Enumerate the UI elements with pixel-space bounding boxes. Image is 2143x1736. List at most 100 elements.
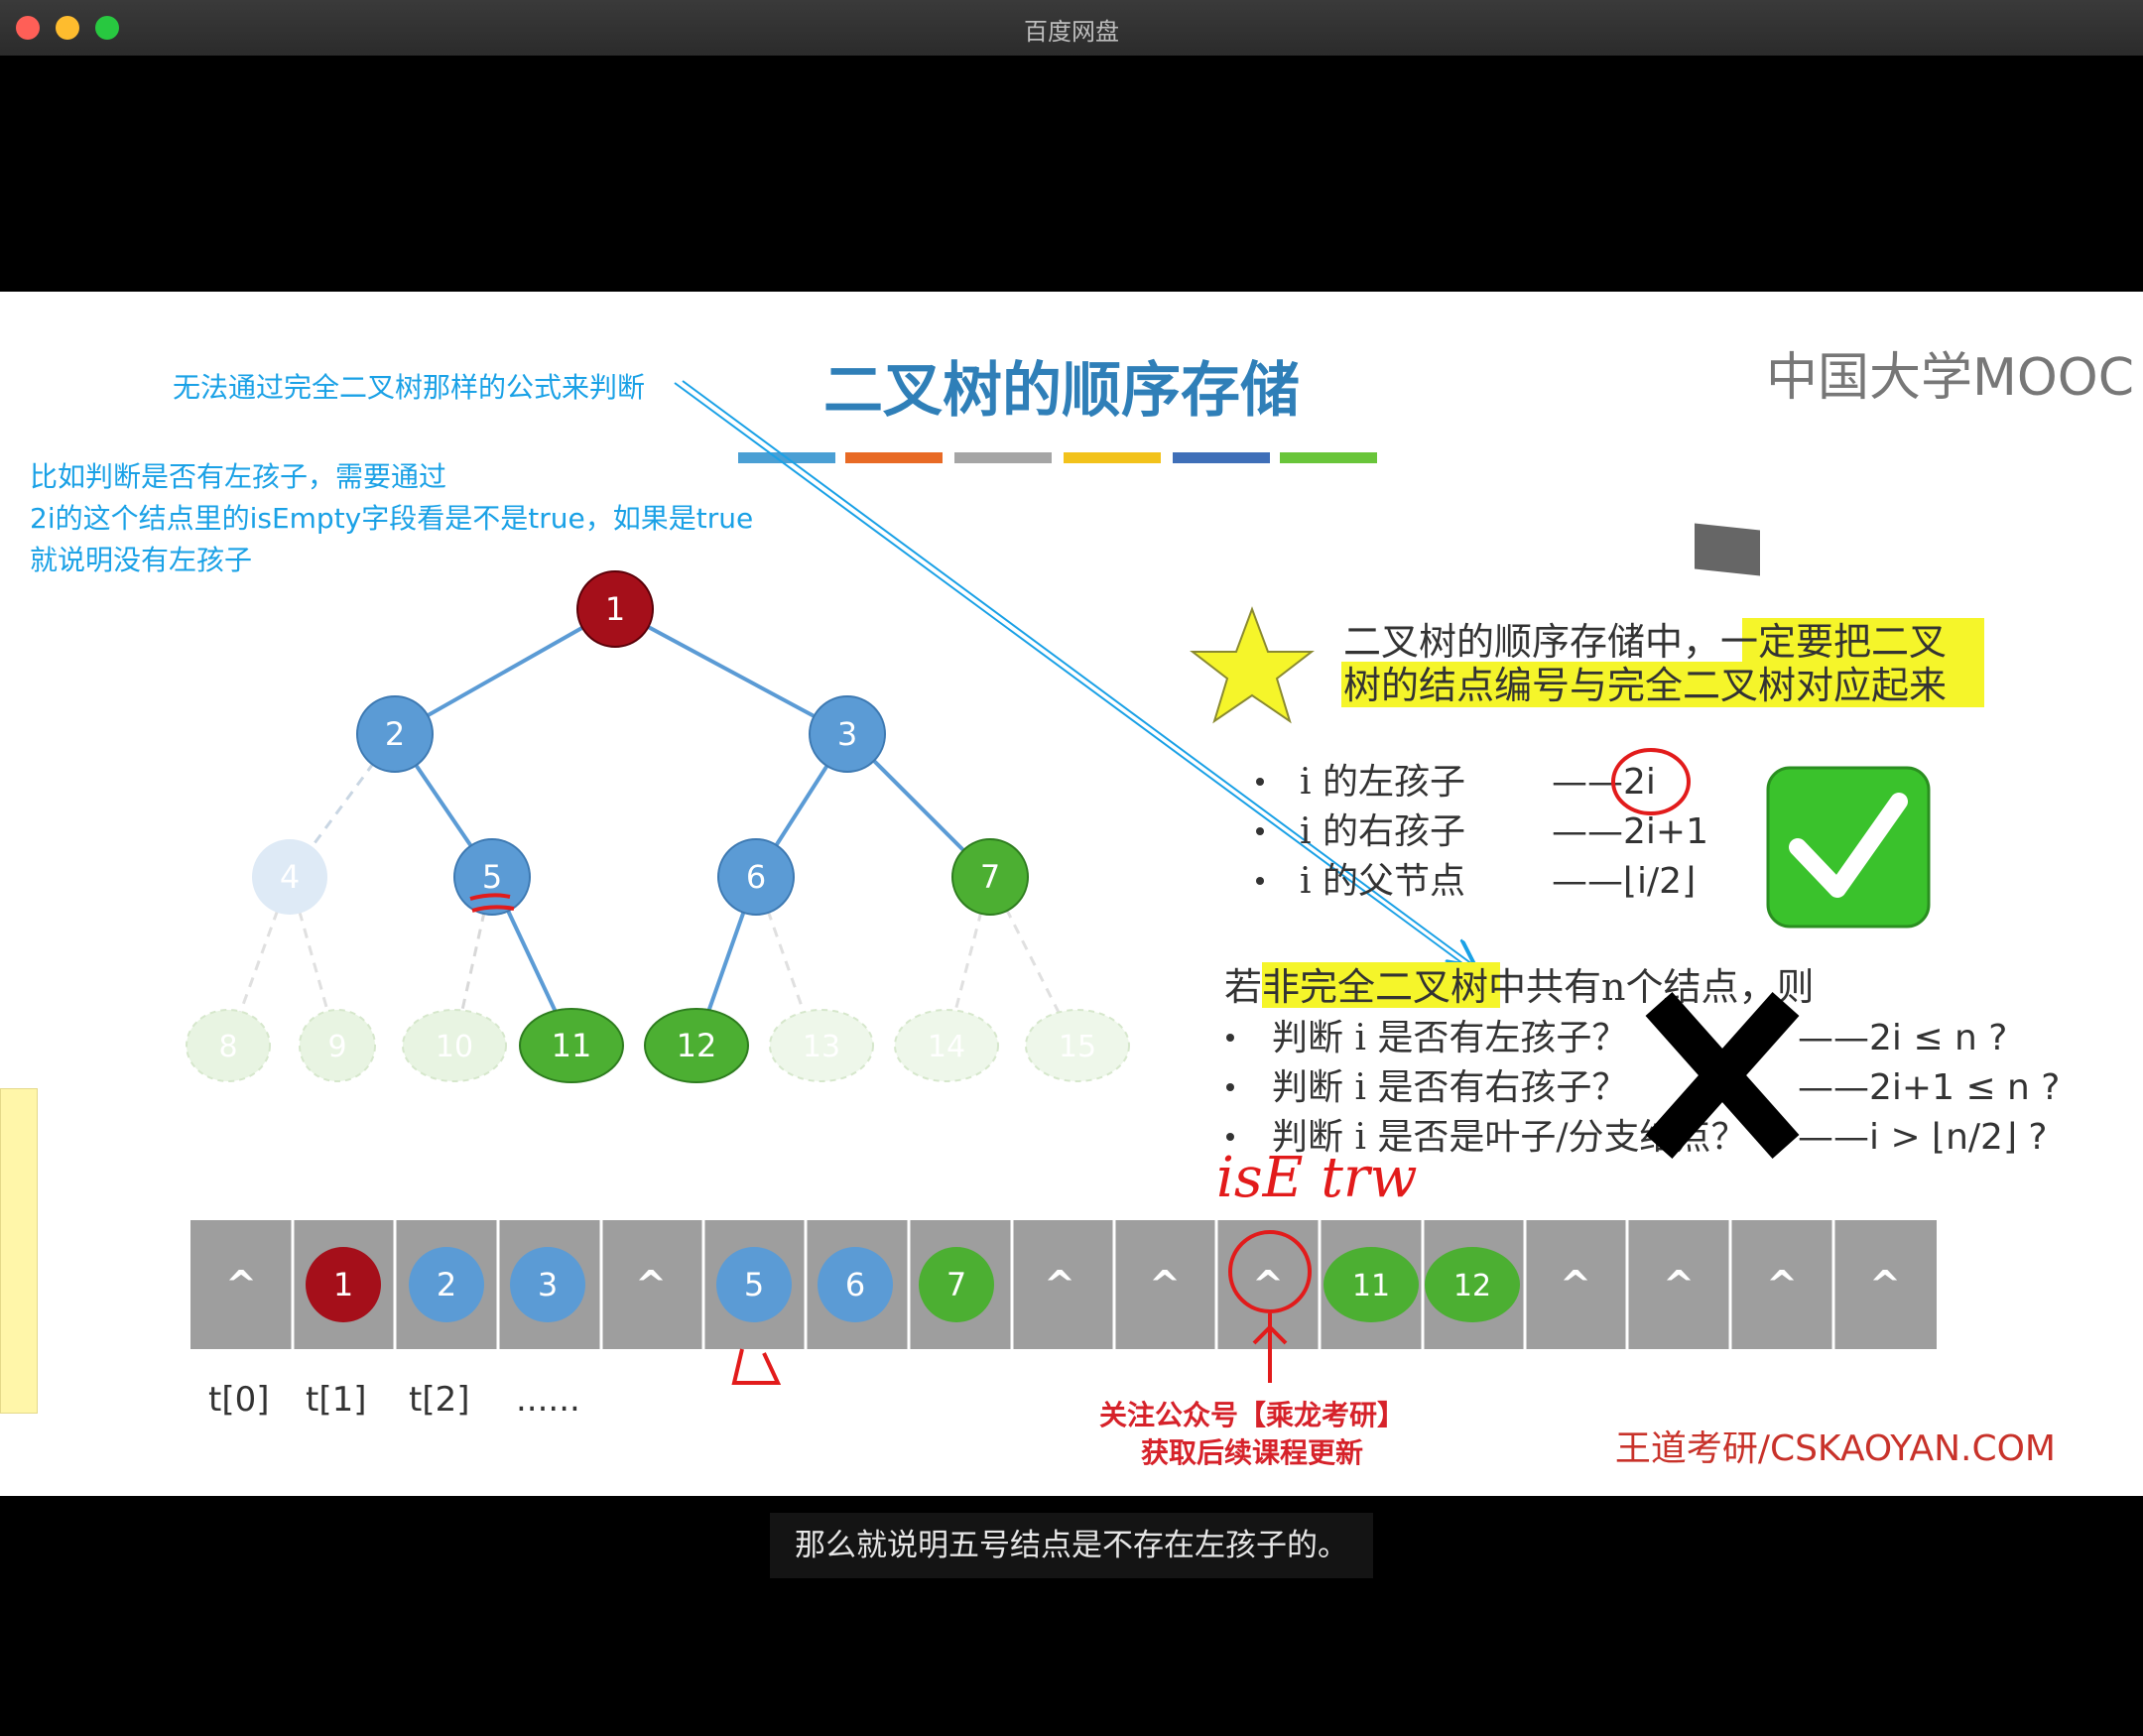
tree-node-12-label: 12 (677, 1027, 717, 1064)
tree-node-15-label: 15 (1059, 1030, 1096, 1064)
red-circle-2i (1611, 748, 1691, 815)
tree-node-3-label: 3 (837, 715, 857, 753)
annotation-arrow (674, 380, 1472, 966)
tree-node-6-label: 6 (746, 858, 766, 896)
tree-node-13: 13 (769, 1009, 874, 1082)
key-point-line1-b: 一定要把二叉 (1720, 620, 1947, 664)
check-icon (1766, 766, 1931, 929)
array-cell-12: 12 (1425, 1247, 1520, 1322)
title-color-bars (738, 452, 1377, 463)
tree-node-7-label: 7 (980, 858, 1000, 896)
rule-3-value: ——⌊i/2⌋ (1552, 861, 1696, 902)
tree-node-9: 9 (299, 1009, 376, 1082)
tree-node-5: 5 (453, 838, 531, 916)
array-cell-11-label: 11 (1352, 1269, 1390, 1303)
index-label-0: t[0] (208, 1380, 270, 1420)
tree-node-6: 6 (717, 838, 795, 916)
annotation-note2-line1: 比如判断是否有左孩子，需要通过 (30, 460, 446, 493)
tree-node-13-label: 13 (803, 1030, 840, 1064)
array-cell-14: ^ (1663, 1263, 1695, 1306)
sticky-note-edge[interactable] (0, 1088, 38, 1414)
color-bar-2 (845, 452, 943, 463)
tree-node-7: 7 (951, 838, 1029, 916)
star-icon (1190, 606, 1315, 724)
array-cell-13: ^ (1560, 1263, 1591, 1306)
highlight-keypoint-2 (1341, 662, 1984, 707)
video-subtitle: 那么就说明五号结点是不存在左孩子的。 (770, 1513, 1373, 1578)
window-title: 百度网盘 (1024, 18, 1119, 46)
tree-node-10: 10 (402, 1009, 507, 1082)
array-cell-1: 1 (306, 1247, 381, 1322)
tree-node-5-label: 5 (482, 858, 502, 896)
color-bar-5 (1173, 452, 1270, 463)
rules-list: i 的左孩子 ——2i i 的右孩子 ——2i+1 i 的父节点 ——⌊i/2⌋ (1256, 762, 1708, 902)
tree-node-1: 1 (576, 570, 654, 648)
rule-2-label: i 的右孩子 (1300, 811, 1465, 852)
noncomplete-intro-a: 若 (1224, 965, 1262, 1009)
noncomplete-intro-c: 中共有n个结点，则 (1488, 965, 1814, 1009)
noncomplete-questions: 判断 i 是否有左孩子？ ——2i ≤ n ? 判断 i 是否有右孩子？ ——2… (1226, 1018, 2060, 1158)
cross-icon (1645, 992, 1800, 1159)
array-cell-2: 2 (409, 1247, 484, 1322)
tree-node-14: 14 (894, 1009, 999, 1082)
tree-node-12: 12 (644, 1008, 749, 1083)
close-window-button[interactable] (16, 16, 40, 40)
tree-edges (226, 607, 1077, 1047)
highlight-keypoint-1 (1742, 618, 1984, 664)
key-point-line2: 树的结点编号与完全二叉树对应起来 (1343, 664, 1947, 707)
rule-2-value: ——2i+1 (1552, 811, 1708, 852)
rule-1-label: i 的左孩子 (1300, 762, 1465, 803)
array-cell-0: ^ (225, 1263, 257, 1306)
tree-node-3: 3 (809, 695, 886, 773)
array-cell-1-label: 1 (333, 1266, 353, 1303)
annotation-note1: 无法通过完全二叉树那样的公式来判断 (173, 371, 645, 404)
tree-node-8-label: 8 (218, 1030, 237, 1064)
highlight-noncomplete (1262, 962, 1500, 1008)
minimize-window-button[interactable] (56, 16, 79, 40)
tree-node-15: 15 (1025, 1009, 1130, 1082)
array-cell-10: ^ (1252, 1263, 1284, 1306)
array-cell-6-label: 6 (845, 1266, 865, 1303)
tree-node-1-label: 1 (605, 590, 625, 628)
array-cell-7: 7 (919, 1247, 994, 1322)
array-cell-4: ^ (635, 1263, 667, 1306)
array-cell-5-label: 5 (744, 1266, 764, 1303)
array-cell-6: 6 (818, 1247, 893, 1322)
tree-node-4: 4 (252, 839, 327, 915)
array-cell-9: ^ (1149, 1263, 1181, 1306)
index-label-2: t[2] (409, 1380, 470, 1420)
window-titlebar: 百度网盘 (0, 0, 2143, 57)
noncomplete-intro: 若非完全二叉树中共有n个结点，则 (1224, 965, 1815, 1009)
array-cells: ^ 1 2 3 ^ 5 6 7 ^ ^ ^ 11 12 ^ ^ ^ ^ (225, 1247, 1901, 1322)
rule-1-value: ——2i (1552, 762, 1656, 803)
array-index-labels: t[0] t[1] t[2] ...... (208, 1380, 580, 1420)
red-marks-array (731, 1230, 1312, 1385)
array-cell-11: 11 (1324, 1247, 1419, 1322)
array-cell-3: 3 (510, 1247, 585, 1322)
handwriting-annotation: isE trw (1216, 1146, 1418, 1210)
maximize-window-button[interactable] (95, 16, 119, 40)
annotation-note2-line3: 就说明没有左孩子 (30, 544, 252, 576)
color-bar-4 (1064, 452, 1161, 463)
mooc-logo: 中国大学MOOC (1695, 348, 2134, 576)
tree-node-8: 8 (186, 1009, 271, 1082)
noncomplete-intro-b: 非完全二叉树 (1262, 965, 1488, 1009)
tree-node-2: 2 (356, 695, 434, 773)
array-cell-5: 5 (716, 1247, 792, 1322)
array-cell-16: ^ (1869, 1263, 1901, 1306)
tree-node-4-label: 4 (280, 858, 300, 896)
key-point-line1-a: 二叉树的顺序存储中， (1343, 620, 1720, 664)
annotation-note2-line2: 2i的这个结点里的isEmpty字段看是不是true，如果是true (30, 502, 753, 535)
color-bar-3 (954, 452, 1052, 463)
tree-node-10-label: 10 (436, 1030, 473, 1064)
array-cell-2-label: 2 (437, 1266, 456, 1303)
tree-node-9-label: 9 (327, 1030, 346, 1064)
array-cell-7-label: 7 (946, 1266, 966, 1303)
index-label-1: t[1] (306, 1380, 367, 1420)
array-cell-12-label: 12 (1453, 1269, 1491, 1303)
promo-line1: 关注公众号【乘龙考研】 (1099, 1399, 1405, 1431)
red-underline-mark (469, 893, 515, 913)
slide-title: 二叉树的顺序存储 (823, 356, 1300, 426)
tree-node-14-label: 14 (928, 1030, 965, 1064)
tree-node-11-label: 11 (552, 1027, 592, 1064)
